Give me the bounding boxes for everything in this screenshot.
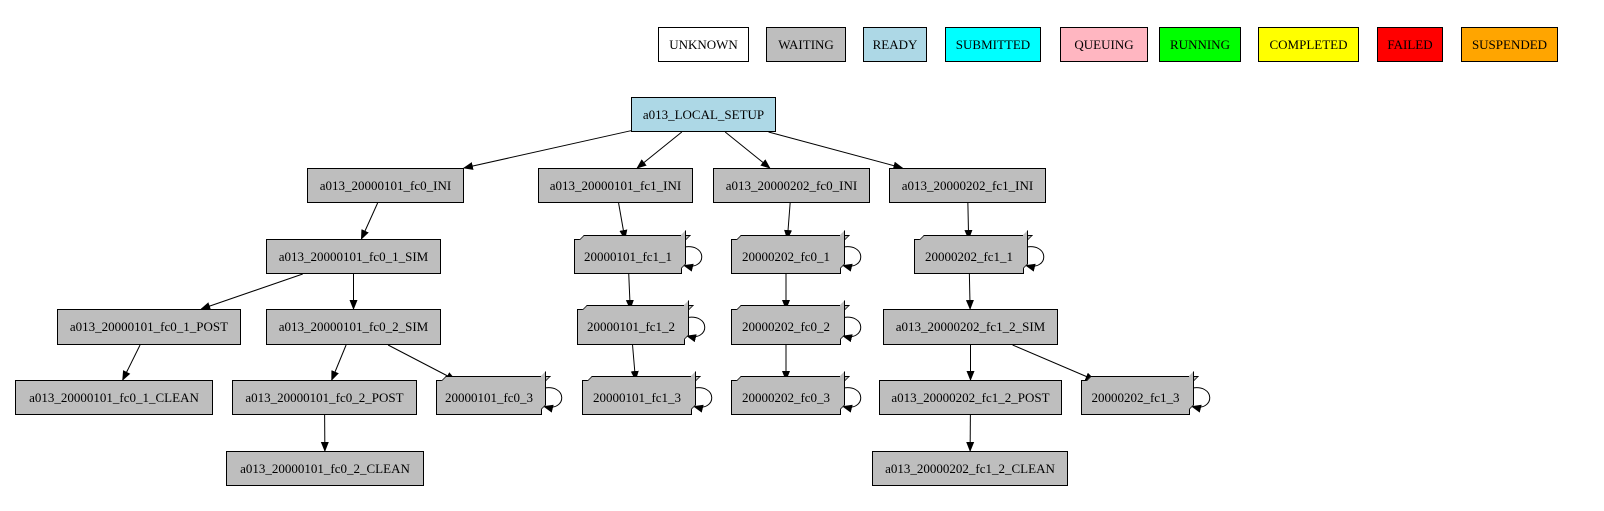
edge-g0101fc1_2-to-g0101fc1_3 (630, 344, 639, 381)
job-node-20000202-fc0-3[interactable]: 20000202_fc0_3 (731, 380, 841, 415)
job-node-a013-local-setup[interactable]: a013_LOCAL_SETUP (631, 97, 776, 132)
job-node-20000101-fc0-3[interactable]: 20000101_fc0_3 (436, 380, 542, 415)
self-loop-g0202fc1_1 (1023, 246, 1045, 272)
self-loop-g0101fc1_2 (684, 316, 706, 343)
edge-sim0101fc0_1-to-post0101fc0_1 (200, 273, 303, 310)
legend-queuing: QUEUING (1060, 27, 1148, 62)
self-loop-g0202fc1_3 (1189, 387, 1211, 413)
job-node-20000202-fc0-1[interactable]: 20000202_fc0_1 (731, 239, 841, 274)
edge-sim0101fc0_2-to-post0101fc0_2 (331, 344, 347, 381)
edge-sim0202fc1_2-to-g0202fc1_3 (1012, 344, 1096, 381)
job-node-a013-20000101-fc0-2-clean[interactable]: a013_20000101_fc0_2_CLEAN (226, 451, 424, 486)
job-node-a013-20000101-fc1-ini[interactable]: a013_20000101_fc1_INI (538, 168, 693, 203)
job-node-20000101-fc1-2[interactable]: 20000101_fc1_2 (577, 309, 685, 345)
job-node-a013-20000101-fc0-1-clean[interactable]: a013_20000101_fc0_1_CLEAN (15, 380, 213, 415)
job-node-20000101-fc1-1[interactable]: 20000101_fc1_1 (574, 239, 682, 274)
self-loop-g0202fc0_3 (840, 387, 862, 413)
edge-ini0202fc0-to-g0202fc0_1 (784, 202, 793, 240)
legend-suspended: SUSPENDED (1461, 27, 1558, 62)
job-node-a013-20000101-fc0-2-sim[interactable]: a013_20000101_fc0_2_SIM (266, 309, 441, 345)
edge-setup-to-ini0202fc0 (724, 131, 771, 169)
legend-failed: FAILED (1377, 27, 1443, 62)
self-loop-g0101fc1_3 (691, 387, 713, 413)
job-node-a013-20000202-fc1-ini[interactable]: a013_20000202_fc1_INI (889, 168, 1046, 203)
job-node-20000202-fc1-3[interactable]: 20000202_fc1_3 (1081, 380, 1190, 415)
job-node-a013-20000101-fc0-1-sim[interactable]: a013_20000101_fc0_1_SIM (266, 239, 441, 274)
job-node-a013-20000101-fc0-ini[interactable]: a013_20000101_fc0_INI (307, 168, 464, 203)
legend-completed: COMPLETED (1258, 27, 1359, 62)
edge-setup-to-ini0101fc0 (462, 130, 632, 170)
self-loop-g0202fc0_1 (840, 246, 862, 272)
edge-setup-to-ini0101fc1 (636, 131, 683, 169)
edge-sim0101fc0_2-to-g0101fc0_3 (387, 344, 457, 381)
job-node-a013-20000202-fc1-2-post[interactable]: a013_20000202_fc1_2_POST (879, 380, 1062, 415)
self-loop-g0101fc1_1 (681, 246, 703, 272)
edge-ini0202fc1-to-g0202fc1_1 (964, 202, 973, 240)
edge-g0101fc1_1-to-g0101fc1_2 (625, 273, 634, 310)
legend-waiting: WAITING (766, 27, 846, 62)
job-node-a013-20000202-fc1-2-sim[interactable]: a013_20000202_fc1_2_SIM (883, 309, 1058, 345)
job-node-20000202-fc0-2[interactable]: 20000202_fc0_2 (731, 309, 841, 345)
edge-g0202fc1_1-to-sim0202fc1_2 (965, 273, 974, 310)
job-node-20000101-fc1-3[interactable]: 20000101_fc1_3 (582, 380, 692, 415)
edge-ini0101fc0-to-sim0101fc0_1 (360, 202, 379, 240)
legend-unknown: UNKNOWN (658, 27, 749, 62)
job-node-a013-20000202-fc1-2-clean[interactable]: a013_20000202_fc1_2_CLEAN (872, 451, 1068, 486)
edge-ini0101fc1-to-g0101fc1_1 (618, 202, 628, 240)
job-node-a013-20000101-fc0-2-post[interactable]: a013_20000101_fc0_2_POST (232, 380, 417, 415)
job-node-20000202-fc1-1[interactable]: 20000202_fc1_1 (914, 239, 1024, 274)
edge-setup-to-ini0202fc1 (768, 131, 904, 170)
job-node-a013-20000202-fc0-ini[interactable]: a013_20000202_fc0_INI (713, 168, 870, 203)
job-node-a013-20000101-fc0-1-post[interactable]: a013_20000101_fc0_1_POST (57, 309, 241, 345)
legend-running: RUNNING (1159, 27, 1241, 62)
self-loop-g0101fc0_3 (541, 387, 563, 413)
legend-submitted: SUBMITTED (945, 27, 1041, 62)
self-loop-g0202fc0_2 (840, 316, 862, 343)
legend-ready: READY (863, 27, 927, 62)
edge-post0101fc0_1-to-clean0101fc0_1 (122, 344, 141, 381)
